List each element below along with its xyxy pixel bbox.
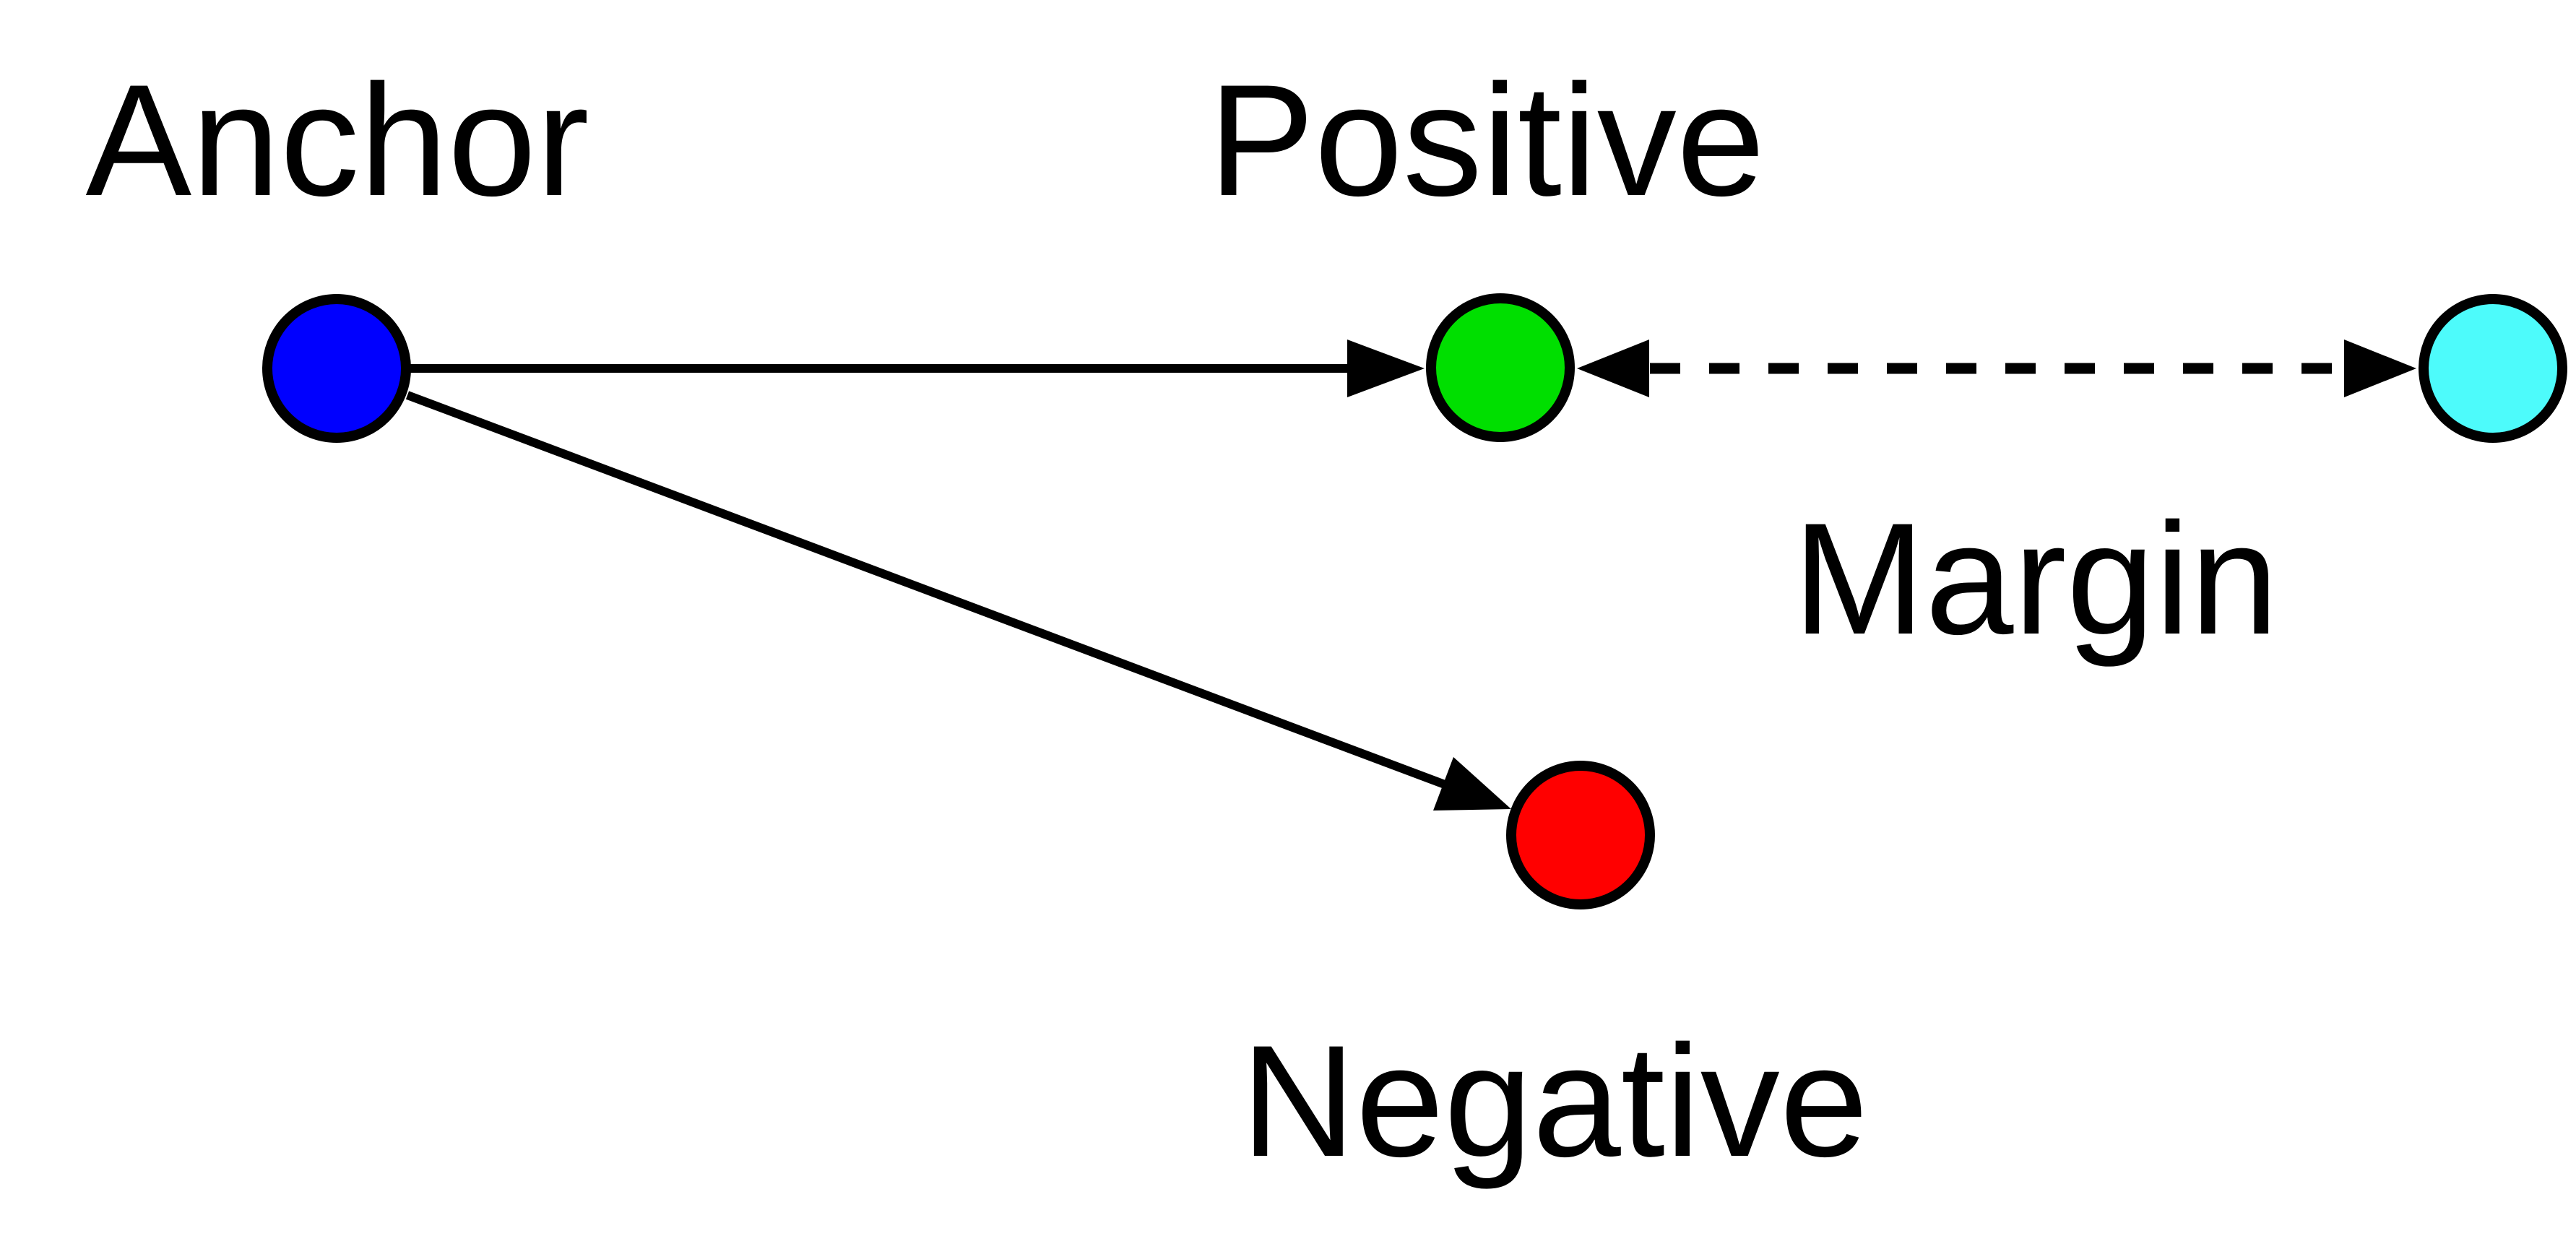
- margin-node: [2419, 294, 2567, 443]
- arrowhead-right-icon: [2344, 340, 2416, 397]
- negative-label: Negative: [1241, 1012, 1868, 1190]
- margin-label: Margin: [1793, 490, 2278, 667]
- positive-node: [1426, 293, 1575, 442]
- anchor-label: Anchor: [85, 51, 589, 229]
- positive-label: Positive: [1209, 51, 1765, 229]
- anchor-node: [262, 294, 411, 443]
- arrowhead-right-icon: [1347, 340, 1425, 397]
- arrowhead-left-icon: [1577, 340, 1649, 397]
- edge-anchor-to-negative: [405, 391, 1511, 811]
- edge-positive-to-margin-node: [1577, 340, 2416, 397]
- negative-node: [1506, 761, 1655, 909]
- edge-anchor-to-negative-line: [405, 391, 1447, 789]
- arrowhead-down-right-icon: [1433, 757, 1511, 811]
- edge-anchor-to-positive: [409, 340, 1425, 397]
